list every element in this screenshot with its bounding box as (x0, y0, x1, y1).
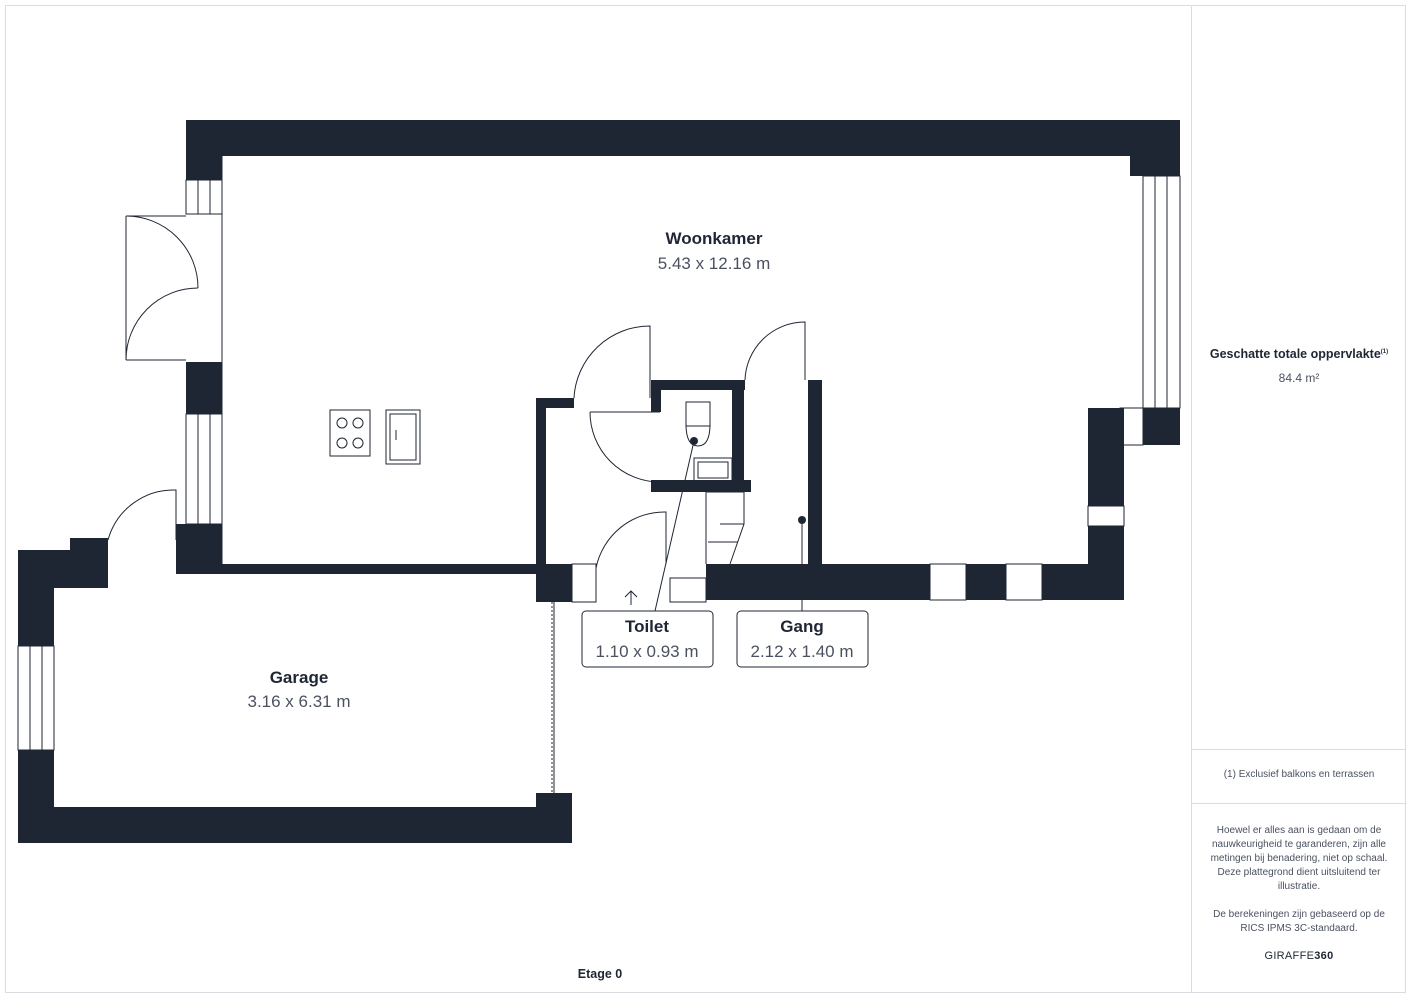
label-pointers (624, 440, 803, 612)
brand-logo: GIRAFFE360 (1192, 950, 1406, 962)
disclaimer-paragraph-2: De berekeningen zijn gebaseerd op de RIC… (1213, 909, 1385, 934)
windows (17, 156, 1181, 793)
floor-label: Etage 0 (577, 967, 623, 981)
disclaimer-paragraph-1: Hoewel er alles aan is gedaan om de nauw… (1210, 825, 1388, 892)
room-dims-gang: 2.12 x 1.40 m (750, 642, 853, 661)
toilet-label-box (581, 610, 714, 668)
footnote-marker: (1) (1380, 348, 1389, 355)
kitchen-fixtures (329, 401, 733, 483)
room-dims-garage: 3.16 x 6.31 m (247, 692, 350, 711)
room-dims-toilet: 1.10 x 0.93 m (595, 642, 698, 661)
total-area-value: 84.4 m² (1278, 371, 1320, 385)
total-area-title: Geschatte totale oppervlakte(1) (1192, 347, 1406, 361)
disclaimer: Hoewel er alles aan is gedaan om de nauw… (1206, 824, 1392, 950)
sidebar-divider (1192, 749, 1406, 750)
room-name-gang: Gang (780, 617, 823, 636)
doors (107, 215, 806, 569)
room-name-woonkamer: Woonkamer (666, 229, 763, 248)
walls (18, 120, 1180, 843)
footnote-text: (1) Exclusief balkons en terrassen (1223, 769, 1375, 780)
info-sidebar: Geschatte totale oppervlakte(1) 84.4 m² … (1191, 5, 1406, 993)
sidebar-divider (1192, 803, 1406, 804)
gang-label-box (736, 610, 869, 668)
room-name-toilet: Toilet (625, 617, 669, 636)
logo-prefix: GIRAFFE (1264, 950, 1315, 962)
logo-suffix: 360 (1314, 950, 1334, 962)
room-dims-woonkamer: 5.43 x 12.16 m (658, 254, 770, 273)
page-frame (5, 5, 1406, 993)
room-name-garage: Garage (270, 668, 329, 687)
total-area-title-text: Geschatte totale oppervlakte (1209, 347, 1381, 361)
floor-plan: Woonkamer 5.43 x 12.16 m Garage 3.16 x 6… (17, 120, 1181, 843)
